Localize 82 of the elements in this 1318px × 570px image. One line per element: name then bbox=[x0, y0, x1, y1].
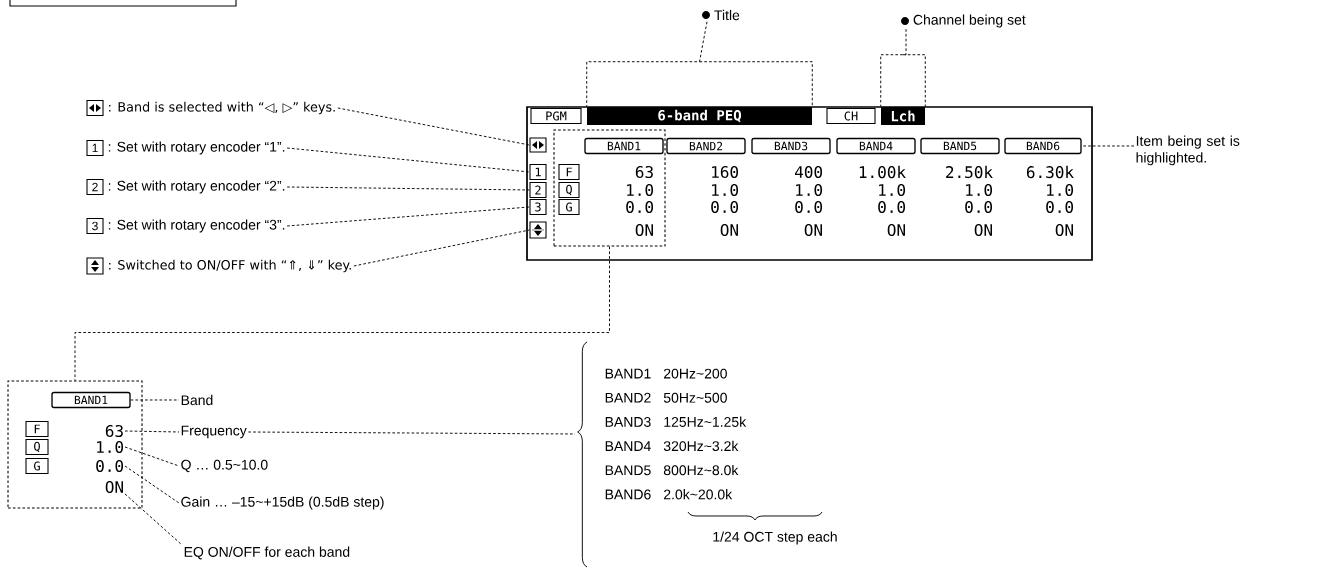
key-description: : Switched to ON/OFF with “⇑, ⇓” key. bbox=[109, 259, 351, 273]
lcd-value: 2.50k bbox=[946, 165, 993, 179]
encoder-key: 3 bbox=[529, 198, 547, 216]
lcd-value: 0.0 bbox=[96, 459, 124, 473]
callout-text: Band bbox=[181, 394, 213, 406]
band-tab: BAND3 bbox=[751, 137, 831, 155]
lcd-value: 63 bbox=[105, 424, 123, 438]
leader-line bbox=[353, 229, 530, 267]
band-select-icon bbox=[529, 137, 547, 153]
key-description: : Band is selected with “◁, ▷” keys. bbox=[109, 101, 335, 115]
callout-text: EQ ON/OFF for each band bbox=[184, 546, 350, 560]
band-tab: BAND1 bbox=[51, 391, 131, 409]
lcd-value: 1.0 bbox=[879, 183, 906, 197]
lcd-value: 63 bbox=[635, 165, 653, 179]
leader-line bbox=[124, 465, 180, 504]
leader-line bbox=[74, 246, 610, 381]
lcd-value: 1.0 bbox=[627, 183, 654, 197]
lcd-value: 1.0 bbox=[712, 183, 739, 197]
title-bar: 6-band PEQ bbox=[587, 107, 812, 125]
lcd-value: 1.0 bbox=[97, 440, 124, 454]
lcd-value: 1.0 bbox=[966, 183, 993, 197]
lcd-value: 0.0 bbox=[1046, 200, 1074, 214]
lcd-value: ON bbox=[635, 223, 653, 237]
parameter-key: F bbox=[25, 420, 49, 438]
on-off-icon bbox=[529, 221, 547, 239]
lcd-value: ON bbox=[887, 223, 905, 237]
leader-line bbox=[1081, 145, 1135, 147]
channel-box: CH bbox=[826, 107, 876, 125]
leader-line bbox=[337, 107, 530, 146]
parameter-key: G bbox=[558, 198, 580, 216]
leader-line bbox=[247, 431, 576, 435]
channel-bar: Lch bbox=[881, 107, 925, 125]
leader-line bbox=[124, 493, 183, 546]
lcd-value: 0.0 bbox=[965, 200, 993, 214]
lcd-value: 6.30k bbox=[1026, 165, 1074, 179]
callout-text: Title bbox=[702, 9, 740, 21]
callout-text: Gain … –15~+15dB (0.5dB step) bbox=[181, 496, 384, 510]
lcd-value: 1.0 bbox=[796, 183, 823, 197]
leader-line bbox=[586, 21, 813, 108]
lcd-value: ON bbox=[1055, 223, 1073, 237]
leader-line bbox=[130, 399, 180, 401]
lcd-value: 0.0 bbox=[711, 200, 739, 214]
leader-line bbox=[286, 186, 530, 191]
detail-frame bbox=[7, 380, 143, 509]
lcd-screen bbox=[526, 106, 1093, 261]
mode-box: PGM bbox=[530, 107, 582, 125]
lcd-value: 1.0 bbox=[1047, 183, 1074, 197]
note-text: Item being set is highlighted. bbox=[1136, 135, 1240, 166]
lcd-value: 160 bbox=[712, 165, 739, 179]
lcd-value: ON bbox=[105, 480, 123, 494]
parameter-key: G bbox=[25, 457, 49, 475]
leader-line bbox=[880, 28, 926, 108]
band-tab: BAND1 bbox=[584, 137, 664, 155]
leader-line bbox=[124, 430, 180, 433]
leader-line bbox=[124, 446, 180, 467]
lcd-value: 0.0 bbox=[878, 200, 906, 214]
lcd-value: 0.0 bbox=[795, 200, 823, 214]
note-text: 1/24 OCT step each bbox=[713, 531, 837, 545]
lcd-value: ON bbox=[720, 223, 738, 237]
lcd-value: 400 bbox=[794, 165, 823, 179]
leader-line bbox=[286, 147, 530, 173]
parameter-key: F bbox=[558, 163, 580, 181]
lcd-value: ON bbox=[974, 223, 992, 237]
band-tab: BAND2 bbox=[666, 137, 746, 155]
callout-text: Channel being set bbox=[901, 14, 1026, 28]
callout-text: Frequency bbox=[181, 425, 247, 439]
parameter-key: Q bbox=[558, 181, 580, 199]
parameter-key: Q bbox=[25, 438, 49, 456]
selection-frame bbox=[553, 129, 666, 247]
band-tab: BAND4 bbox=[836, 137, 916, 155]
key-description: : Set with rotary encoder “1”. bbox=[108, 141, 285, 155]
encoder-key: 2 bbox=[529, 181, 547, 199]
key-description: : Set with rotary encoder “2”. bbox=[108, 180, 285, 194]
lcd-value: 1.00k bbox=[859, 165, 906, 179]
encoder-key: 1 bbox=[529, 163, 547, 181]
key-description: : Set with rotary encoder “3”. bbox=[108, 219, 285, 233]
band-tab: BAND5 bbox=[920, 137, 1000, 155]
lcd-value: ON bbox=[804, 223, 822, 237]
leader-line bbox=[286, 206, 530, 227]
band-tab: BAND6 bbox=[1004, 137, 1082, 155]
callout-text: Q … 0.5~10.0 bbox=[181, 459, 268, 473]
lcd-value: 0.0 bbox=[626, 200, 654, 214]
